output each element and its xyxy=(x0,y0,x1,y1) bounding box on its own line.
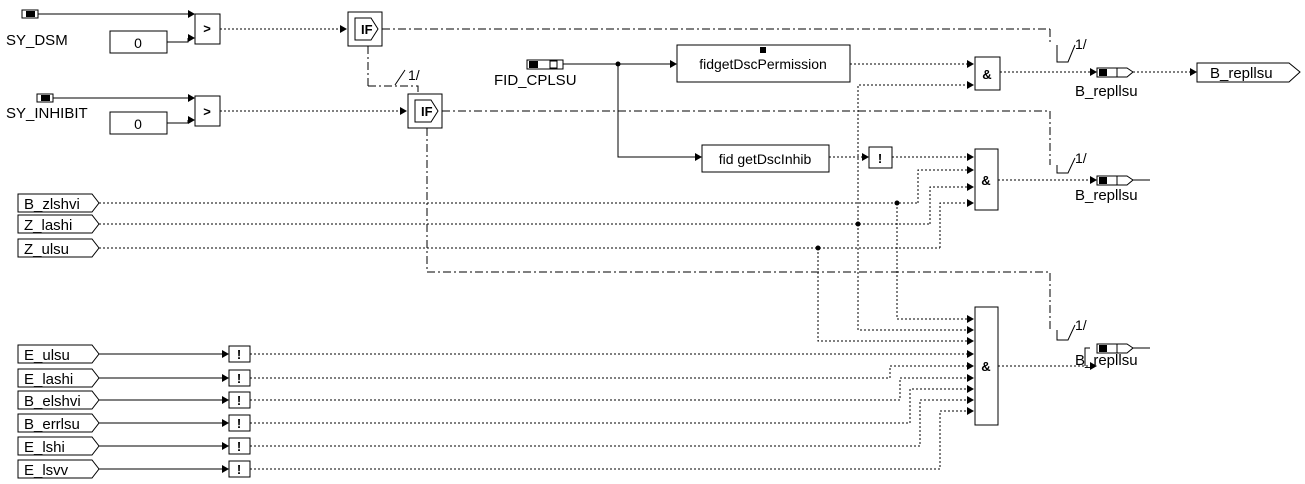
ratio-label-1: 1/ xyxy=(1075,36,1087,52)
input-e-lashi: E_lashi xyxy=(17,368,100,388)
input-e-lsvv: E_lsvv xyxy=(17,459,100,479)
compare-gt-a: > xyxy=(194,13,221,45)
fid-cplsu-label: FID_CPLSU xyxy=(494,72,577,89)
fid-get-dsc-permission-block: fidgetDscPermission xyxy=(676,44,851,83)
and-3-symbol: & xyxy=(981,359,990,374)
b-errlsu-label: B_errlsu xyxy=(24,416,80,433)
not-b-elshvi: ! xyxy=(237,393,241,408)
and-gate-2: & xyxy=(974,148,999,211)
ratio-label-3: 1/ xyxy=(1075,317,1087,333)
and-gate-1: & xyxy=(974,56,1001,91)
input-b-elshvi: B_elshvi xyxy=(17,390,100,410)
const-0-a: 0 xyxy=(109,30,195,54)
sy-inhibit-source: SY_INHIBIT xyxy=(6,93,195,122)
e-lsvv-label: E_lsvv xyxy=(24,462,69,479)
not-block-inhib: ! xyxy=(868,146,893,169)
not-blocks-column: ! ! ! ! ! ! xyxy=(99,345,251,478)
not-e-lsvv: ! xyxy=(237,462,241,477)
ratio-label-a: 1/ xyxy=(408,67,420,83)
z-lashi-label: Z_lashi xyxy=(24,217,72,234)
b-repllsu-sink-3: B_repllsu xyxy=(1075,343,1150,369)
if-b-symbol: IF xyxy=(421,104,433,119)
fid-perm-label: fidgetDscPermission xyxy=(699,56,827,72)
input-z-ulsu: Z_ulsu xyxy=(17,238,100,258)
e-ulsu-label: E_ulsu xyxy=(24,347,70,364)
not-inhib-symbol: ! xyxy=(878,151,882,166)
b-repllsu-out-label: B_repllsu xyxy=(1210,65,1273,82)
sy-inhibit-label: SY_INHIBIT xyxy=(6,105,88,122)
b-repllsu-sink-1: B_repllsu xyxy=(1075,67,1138,100)
e-lashi-label: E_lashi xyxy=(24,371,73,388)
fid-cplsu-source: FID_CPLSU xyxy=(494,59,621,89)
input-b-zlshvi: B_zlshvi xyxy=(17,193,100,213)
const-0-a-label: 0 xyxy=(134,35,142,51)
input-z-lashi: Z_lashi xyxy=(17,214,100,234)
b-repllsu-label-1: B_repllsu xyxy=(1075,83,1138,100)
input-e-lshi: E_lshi xyxy=(17,436,100,456)
not-e-ulsu: ! xyxy=(237,347,241,362)
sy-dsm-source: SY_DSM xyxy=(6,9,195,49)
if-block-a: IF xyxy=(347,11,383,47)
and-1-symbol: & xyxy=(982,67,991,82)
b-repllsu-label-2: B_repllsu xyxy=(1075,187,1138,204)
const-0-b-label: 0 xyxy=(134,116,142,132)
gt-b-symbol: > xyxy=(203,104,211,119)
e-lshi-label: E_lshi xyxy=(24,439,65,456)
gt-a-symbol: > xyxy=(203,21,211,36)
b-repllsu-output-port: B_repllsu xyxy=(1196,62,1301,83)
not-b-errlsu: ! xyxy=(237,416,241,431)
and-2-symbol: & xyxy=(981,173,990,188)
b-zlshvi-label: B_zlshvi xyxy=(24,196,80,213)
fid-get-dsc-inhib-block: fid getDscInhib xyxy=(701,144,830,173)
z-ulsu-label: Z_ulsu xyxy=(24,241,69,258)
and-gate-3: & xyxy=(974,306,999,426)
input-e-ulsu: E_ulsu xyxy=(17,344,100,364)
ratio-label-2: 1/ xyxy=(1075,150,1087,166)
sy-dsm-label: SY_DSM xyxy=(6,32,68,49)
if-a-symbol: IF xyxy=(361,22,373,37)
b-repllsu-label-3: B_repllsu xyxy=(1075,352,1138,369)
not-e-lshi: ! xyxy=(237,439,241,454)
fid-inhib-label: fid getDscInhib xyxy=(719,151,812,167)
not-e-lashi: ! xyxy=(237,371,241,386)
compare-gt-b: > xyxy=(194,95,221,127)
b-repllsu-sink-2: B_repllsu xyxy=(1075,175,1150,204)
input-b-errlsu: B_errlsu xyxy=(17,413,100,433)
const-0-b: 0 xyxy=(109,111,195,135)
b-elshvi-label: B_elshvi xyxy=(24,393,81,410)
if-block-b: IF xyxy=(407,93,443,129)
